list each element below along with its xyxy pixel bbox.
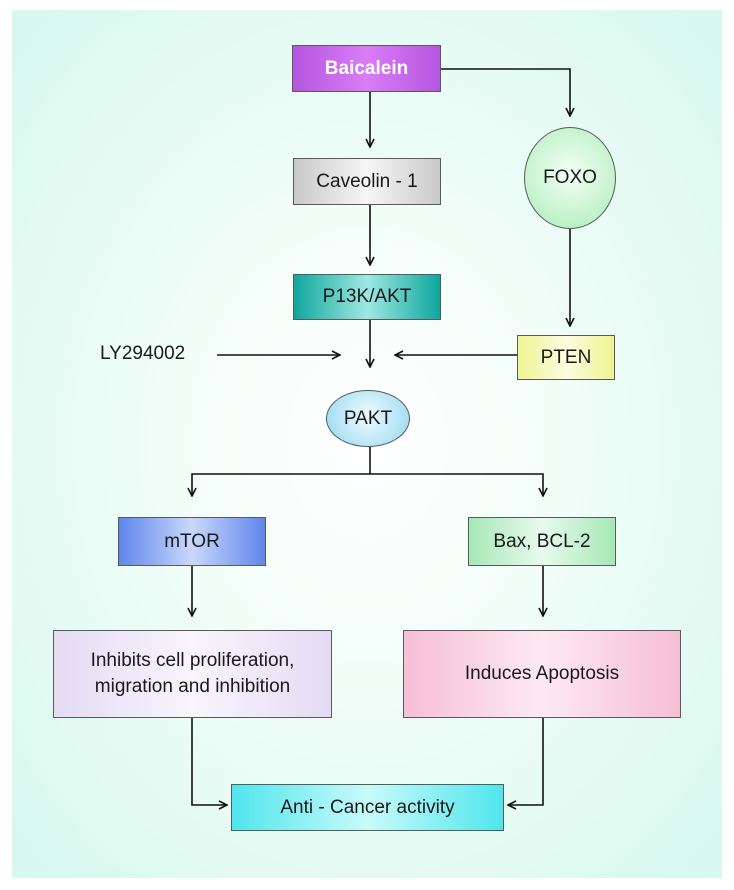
induces-label: Induces Apoptosis (464, 663, 620, 685)
induces-node: Induces Apoptosis (403, 630, 681, 718)
bax-bcl2-label: Bax, BCL-2 (493, 530, 591, 552)
foxo-node: FOXO (524, 127, 616, 229)
caveolin-label: Caveolin - 1 (316, 170, 418, 192)
arrow-fork-to-bax (370, 473, 543, 496)
pi3k-akt-node: P13K/AKT (293, 274, 441, 320)
arrow-induces-to-anticancer (508, 718, 544, 805)
caveolin-node: Caveolin - 1 (293, 158, 441, 205)
inhibits-line-2: migration and inhibition (94, 676, 291, 697)
pakt-node: PAKT (326, 390, 410, 447)
foxo-label: FOXO (543, 167, 597, 189)
inhibits-line-1: Inhibits cell proliferation, (90, 650, 295, 672)
pten-label: PTEN (540, 346, 592, 368)
arrow-baicalein-to-foxo (441, 68, 570, 116)
baicalein-node: Baicalein (292, 45, 441, 92)
baicalein-label: Baicalein (324, 57, 409, 79)
inhibits-node: Inhibits cell proliferation, migration a… (53, 630, 332, 718)
mtor-node: mTOR (118, 517, 266, 566)
ly294002-label: LY294002 (100, 343, 186, 364)
arrow-inhibits-to-anticancer (191, 718, 227, 805)
pten-node: PTEN (517, 335, 615, 380)
pakt-label: PAKT (343, 407, 393, 429)
anticancer-node: Anti - Cancer activity (231, 784, 504, 831)
mtor-label: mTOR (164, 530, 220, 552)
pi3k-akt-label: P13K/AKT (322, 286, 412, 308)
anticancer-label: Anti - Cancer activity (280, 796, 455, 818)
arrow-fork-to-mtor (192, 473, 370, 496)
bax-bcl2-node: Bax, BCL-2 (468, 517, 616, 566)
